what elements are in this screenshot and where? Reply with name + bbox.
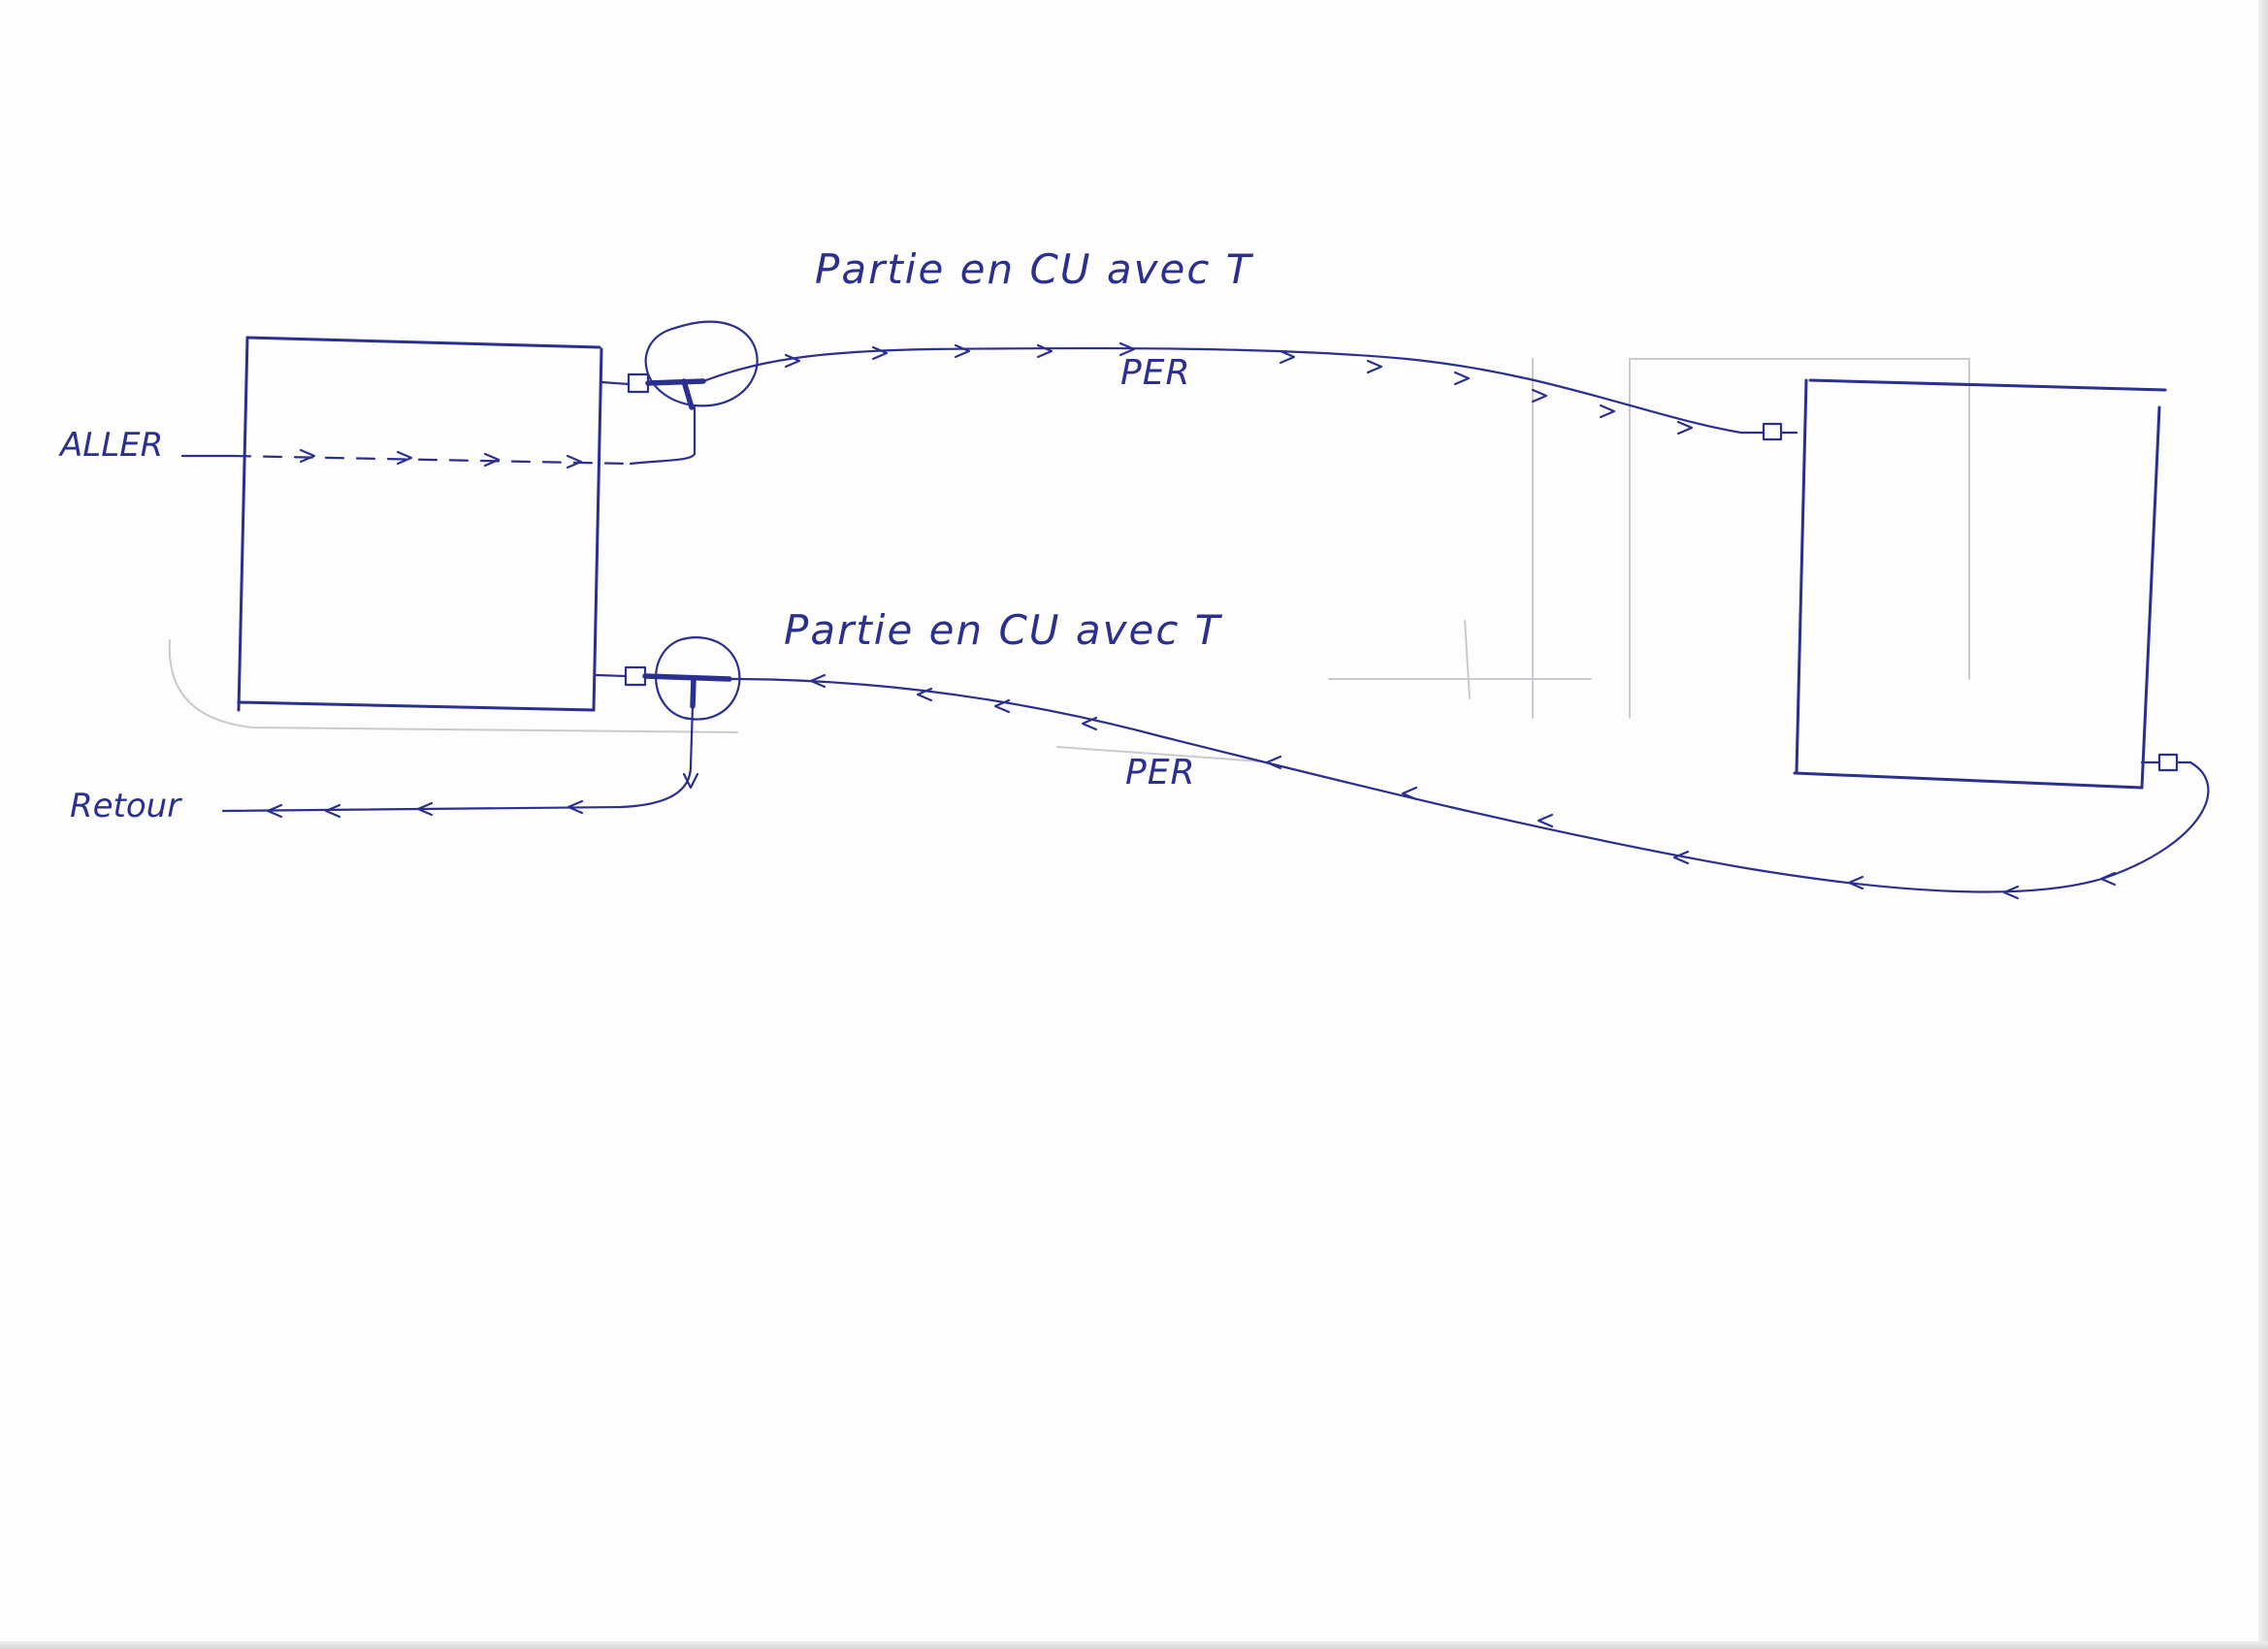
- per-pipe-top: [701, 346, 1743, 435]
- flow-arrows-retour: [266, 772, 699, 819]
- right-radiator: [1793, 378, 2167, 790]
- show-through-marks: [168, 358, 1970, 762]
- per-pipe-bottom: [728, 677, 2210, 893]
- scan-edge-bottom: [0, 1641, 2268, 1649]
- flow-arrows-aller: [299, 448, 583, 469]
- flow-arrows-bottom: [809, 673, 2117, 900]
- retour-line: [221, 704, 695, 813]
- per-top-label: PER: [1120, 353, 1190, 393]
- left-radiator: [237, 336, 603, 712]
- aller-label: ALLER: [58, 426, 163, 465]
- valve-top-left: [599, 320, 759, 410]
- valve-right-top: [1739, 422, 1798, 441]
- valve-right-bottom: [2140, 753, 2192, 772]
- scan-edge-right: [2258, 0, 2268, 1649]
- note-top-label: Partie en CU avec T: [815, 245, 1254, 293]
- valve-bottom-left: [595, 636, 741, 721]
- retour-label: Retour: [70, 787, 182, 825]
- per-bottom-label: PER: [1125, 753, 1195, 792]
- flow-arrows-top: [784, 341, 1694, 436]
- aller-supply-line: [180, 405, 697, 466]
- note-bottom-label: Partie en CU avec T: [784, 606, 1223, 654]
